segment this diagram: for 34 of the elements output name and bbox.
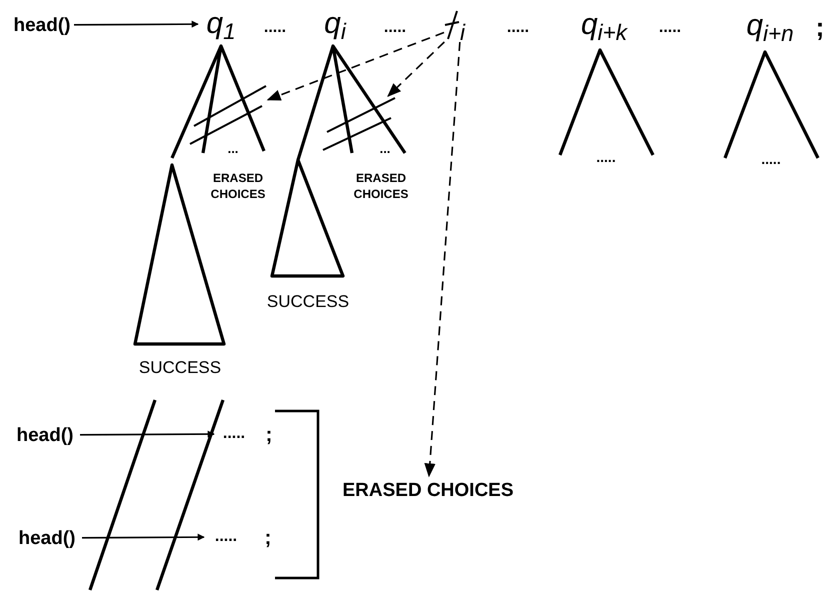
arrow [82,534,205,541]
ellipsis: ... [226,142,240,156]
success-label: SUCCESS [266,291,350,314]
function-call-text: head() [10,12,74,38]
ellipsis: ..... [595,148,617,166]
function-call-text: head() [12,525,82,551]
arrow [74,20,199,28]
ellipsis: ..... [262,18,288,38]
ellipsis: ..... [204,527,248,547]
erased-choices-note: ERASED CHOICES [352,170,410,203]
ellipsis: ..... [506,18,530,38]
variable-text: q$_{1}$ [198,4,244,44]
variable-text: q$_{i+n}$ [736,4,804,48]
erased-choices-label: ERASED CHOICES [338,476,518,504]
semicolon: ; [264,526,272,551]
arrow [266,32,444,100]
arrow [424,42,461,478]
variable-text: q$_{i}$ [316,4,354,44]
ellipsis: ..... [382,18,408,38]
success-label: SUCCESS [138,357,222,380]
semicolon: ; [814,12,826,42]
arrow [80,430,215,438]
erased-choices-note: ERASED CHOICES [210,170,266,203]
function-call-text: head() [10,422,80,448]
ellipsis: ..... [760,150,782,168]
ellipsis: ..... [214,424,254,444]
semicolon: ; [264,423,274,448]
strike-marks [188,84,268,146]
ellipsis: ..... [658,18,682,38]
subscript-text: i [460,18,465,40]
variable-text: q$_{i+k}$ [570,4,638,46]
arrow [387,41,445,97]
strike-marks [321,96,397,152]
ellipsis: ... [378,142,392,156]
